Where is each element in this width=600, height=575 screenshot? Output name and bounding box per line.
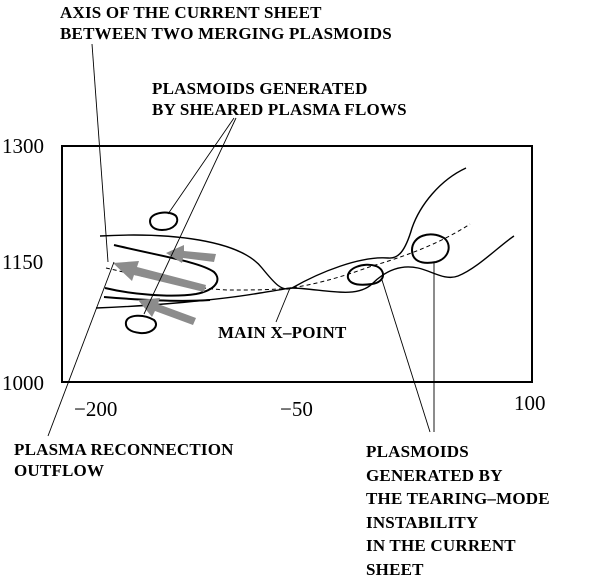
outflow-arrow-top bbox=[166, 245, 216, 263]
outflow-streamline-lower bbox=[103, 296, 211, 302]
outflow-streamline-upper bbox=[104, 244, 219, 297]
label-tearing-line-6: SHEET bbox=[366, 559, 424, 575]
x-tick-100: 100 bbox=[514, 391, 546, 415]
label-axis-current-sheet: AXIS OF THE CURRENT SHEET BETWEEN TWO ME… bbox=[60, 2, 392, 44]
outflow-arrow-bottom bbox=[138, 298, 196, 325]
label-x-point-text: MAIN X–POINT bbox=[218, 323, 347, 342]
label-plasmoids-sheared: PLASMOIDS GENERATED BY SHEARED PLASMA FL… bbox=[152, 78, 407, 120]
label-tearing-line-3: THE TEARING–MODE bbox=[366, 489, 550, 508]
label-reconnection-outflow: PLASMA RECONNECTION OUTFLOW bbox=[14, 439, 234, 481]
label-plasmoids-tearing: PLASMOIDS GENERATED BY THE TEARING–MODE … bbox=[366, 440, 550, 575]
leader-sheared-lower bbox=[143, 117, 237, 315]
label-tearing-line-1: PLASMOIDS bbox=[366, 442, 469, 461]
label-outflow-line-1: PLASMA RECONNECTION bbox=[14, 440, 234, 459]
x-tick-minus-50: −50 bbox=[280, 397, 313, 421]
label-axis-line-2: BETWEEN TWO MERGING PLASMOIDS bbox=[60, 24, 392, 43]
outflow-arrow-middle bbox=[113, 261, 206, 292]
y-tick-1300: 1300 bbox=[2, 134, 44, 158]
outflow-arrows bbox=[113, 245, 216, 325]
label-axis-line-1: AXIS OF THE CURRENT SHEET bbox=[60, 3, 322, 22]
plasmoid-right bbox=[410, 233, 450, 264]
upper-separatrix bbox=[99, 167, 467, 290]
label-tearing-line-5: IN THE CURRENT bbox=[366, 536, 516, 555]
label-outflow-line-2: OUTFLOW bbox=[14, 461, 105, 480]
plasmoid-upper-left bbox=[148, 211, 179, 232]
label-tearing-line-4: INSTABILITY bbox=[366, 512, 479, 532]
label-sheared-line-1: PLASMOIDS GENERATED bbox=[152, 79, 368, 98]
plasmoid-center bbox=[346, 263, 384, 286]
y-tick-1150: 1150 bbox=[2, 250, 44, 274]
leader-axis-sheet bbox=[91, 43, 109, 263]
y-tick-1000: 1000 bbox=[2, 371, 44, 395]
label-sheared-line-2: BY SHEARED PLASMA FLOWS bbox=[152, 100, 407, 119]
plasmoid-lower-left bbox=[124, 314, 158, 335]
label-main-x-point: MAIN X–POINT bbox=[218, 322, 346, 343]
leader-outflow bbox=[47, 261, 115, 437]
leader-sheared-upper bbox=[167, 117, 235, 215]
leader-lines bbox=[47, 43, 435, 437]
leader-tearing-center bbox=[381, 279, 431, 433]
label-tearing-line-2: GENERATED BY bbox=[366, 465, 503, 485]
leader-x-point bbox=[275, 287, 291, 323]
lower-separatrix bbox=[95, 235, 515, 309]
x-tick-minus-200: −200 bbox=[74, 397, 118, 421]
plot-frame bbox=[61, 145, 533, 383]
